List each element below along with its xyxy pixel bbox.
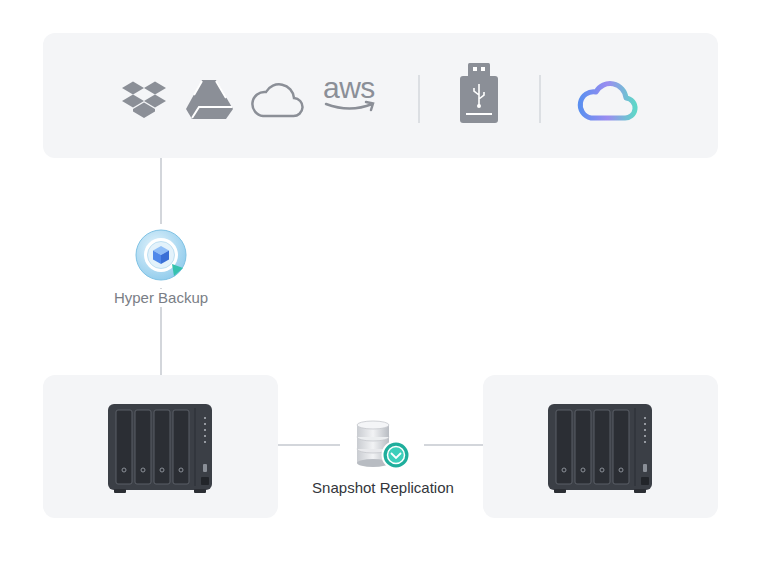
- divider: [418, 75, 420, 123]
- snapshot-replication-icon: [357, 421, 410, 469]
- divider: [539, 75, 541, 123]
- line-gap: [340, 432, 424, 460]
- hyper-backup-icon: [136, 230, 186, 280]
- nas-device: [108, 404, 212, 493]
- cloud-icon: [252, 84, 302, 116]
- connector-line: [160, 158, 162, 375]
- c2-cloud-icon: [580, 84, 635, 118]
- line-gap: [131, 224, 191, 288]
- aws-smile: [326, 102, 373, 110]
- aws-logo-text: aws: [323, 73, 375, 103]
- nas-device: [548, 404, 652, 493]
- connector-line: [278, 444, 483, 446]
- backup-label: Hyper Backup: [111, 289, 211, 307]
- google-drive-icon: [186, 80, 233, 119]
- destination-panel: aws: [43, 33, 718, 158]
- nas-box: [483, 375, 718, 518]
- usb-drive-icon: [460, 63, 498, 123]
- replication-label: Snapshot Replication: [309, 479, 457, 497]
- nas-box: [43, 375, 278, 518]
- dropbox-icon: [122, 82, 166, 119]
